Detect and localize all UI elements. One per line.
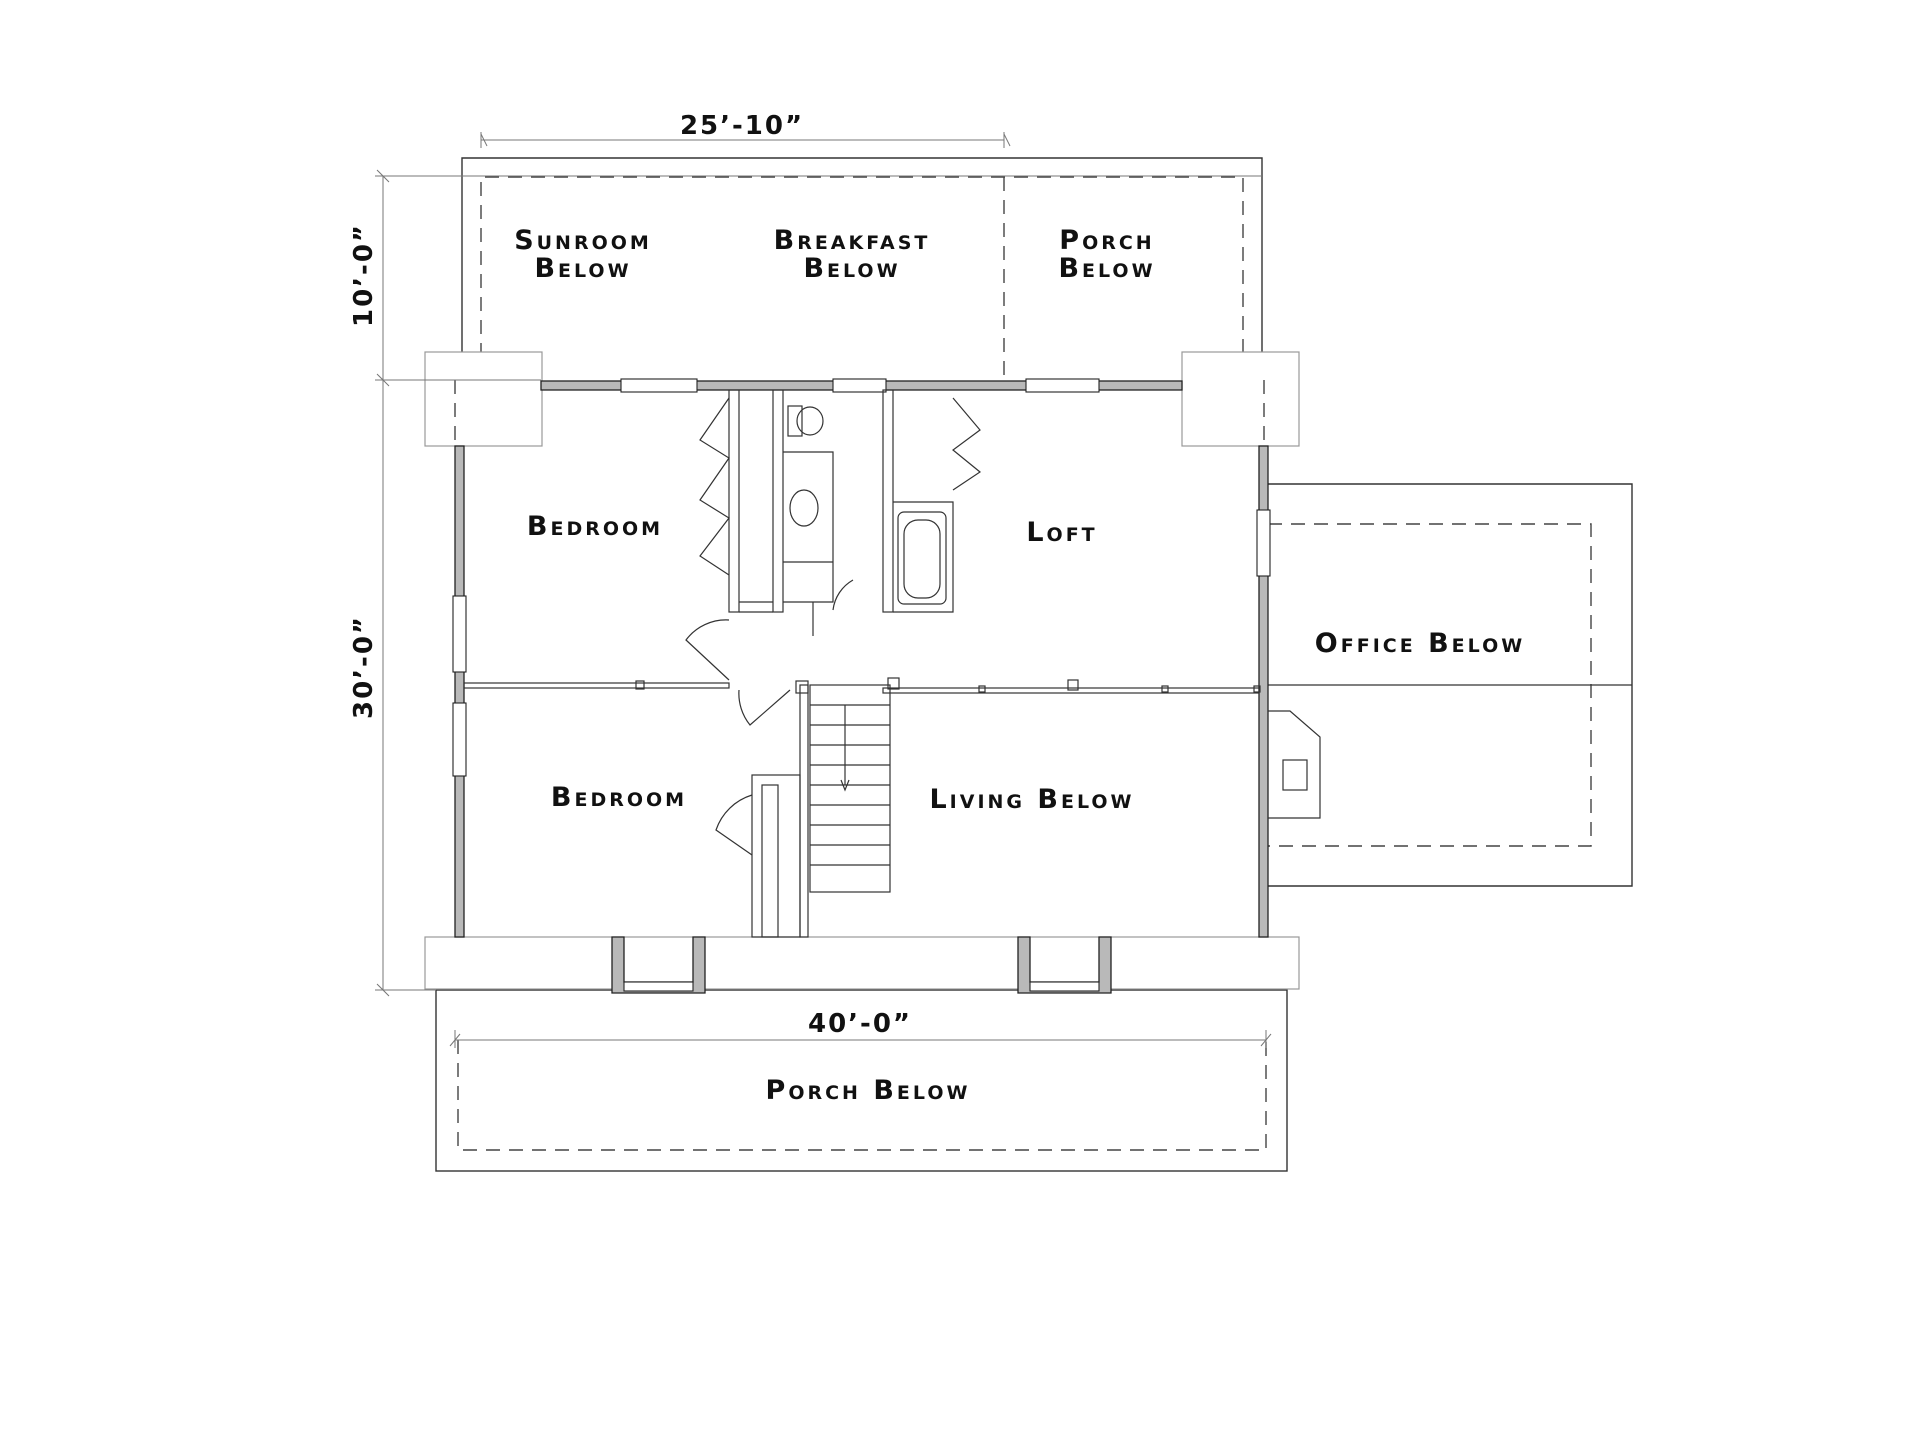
rear-extension <box>461 157 1263 380</box>
window-left-2 <box>452 702 467 777</box>
bay-window-left <box>611 936 706 994</box>
label-office-below: Office Below <box>1315 628 1525 659</box>
window-rear-2 <box>832 378 887 393</box>
stair-treads <box>810 704 890 866</box>
label-bedroom-upper: Bedroom <box>527 511 663 542</box>
window-right <box>1256 509 1271 577</box>
label-breakfast-line1: Breakfast <box>774 225 931 256</box>
label-sunroom-line2: Below <box>534 253 631 284</box>
dim-rear-depth: 10’-0” <box>349 223 379 327</box>
front-beam <box>424 936 1300 990</box>
label-porch-rear-line2: Below <box>1058 253 1155 284</box>
dimension-lines <box>375 132 1272 1048</box>
front-porch <box>435 989 1288 1172</box>
post-top-left <box>424 351 543 447</box>
label-porch-rear-line1: Porch <box>1059 225 1154 256</box>
dim-main-width: 40’-0” <box>808 1009 912 1039</box>
label-porch-front: Porch Below <box>766 1075 971 1106</box>
exterior-walls <box>452 378 1271 994</box>
label-loft: Loft <box>1026 517 1097 548</box>
bay-window-right <box>1017 936 1112 994</box>
window-rear-3 <box>1025 378 1100 393</box>
interior-walls <box>463 389 1321 938</box>
post-top-right <box>1181 351 1300 447</box>
dim-main-depth: 30’-0” <box>349 615 379 719</box>
dim-top-width: 25’-10” <box>680 111 804 141</box>
wall-left <box>454 445 465 938</box>
label-living-below: Living Below <box>929 784 1134 815</box>
label-bedroom-lower: Bedroom <box>551 782 687 813</box>
label-breakfast-line2: Below <box>803 253 900 284</box>
label-sunroom-line1: Sunroom <box>514 225 652 256</box>
office-extension <box>1268 483 1633 887</box>
window-rear-1 <box>620 378 698 393</box>
window-left-1 <box>452 595 467 673</box>
corner-posts <box>424 351 1300 990</box>
